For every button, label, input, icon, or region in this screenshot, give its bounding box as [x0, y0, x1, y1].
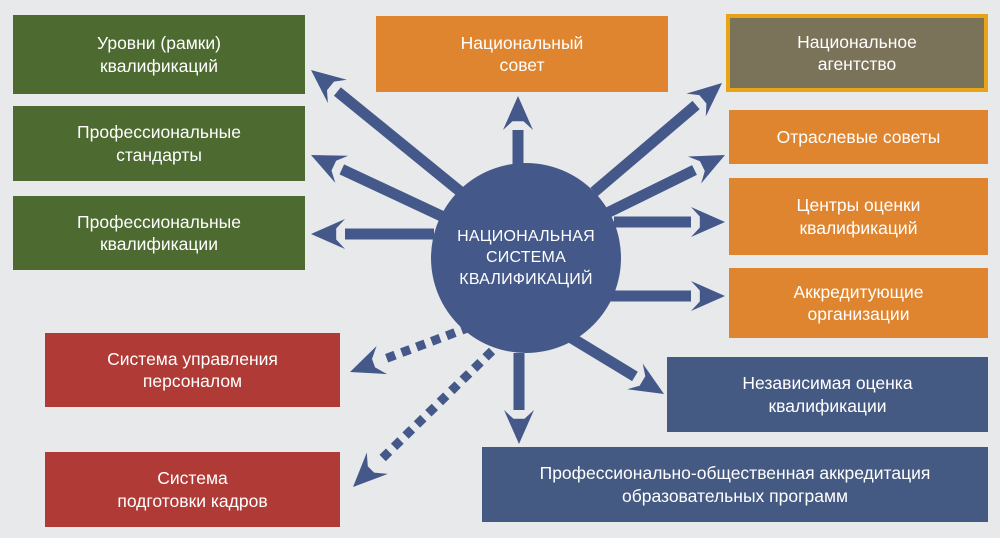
- node-accrediting-organizations[interactable]: Аккредитующие организации: [729, 268, 988, 338]
- node-label: Центры оценки квалификаций: [796, 195, 921, 238]
- node-workforce-training-system[interactable]: Система подготовки кадров: [45, 452, 340, 527]
- node-label: Национальный совет: [460, 32, 584, 75]
- node-label: Национальное агентство: [797, 31, 917, 74]
- arrow-to-professional-qualifications: [311, 219, 434, 249]
- node-national-council[interactable]: Национальный совет: [376, 16, 668, 92]
- arrow-to-hr-management-system: [350, 322, 472, 375]
- node-label: Отраслевые советы: [776, 126, 941, 147]
- arrow-to-independent-assessment: [567, 332, 664, 394]
- hub-national-qualifications-system[interactable]: НАЦИОНАЛЬНАЯ СИСТЕМА КВАЛИФИКАЦИЙ: [431, 163, 621, 353]
- arrow-to-public-accreditation: [504, 353, 534, 444]
- node-independent-assessment[interactable]: Независимая оценка квалификации: [667, 357, 988, 432]
- node-label: Профессиональные стандарты: [77, 122, 241, 165]
- node-label: Аккредитующие организации: [793, 281, 924, 324]
- node-sector-councils[interactable]: Отраслевые советы: [729, 110, 988, 164]
- node-hr-management-system[interactable]: Система управления персоналом: [45, 333, 340, 407]
- node-label: Система управления персоналом: [107, 348, 278, 391]
- node-national-agency[interactable]: Национальное агентство: [726, 14, 988, 92]
- node-label: Система подготовки кадров: [117, 468, 268, 511]
- node-public-accreditation[interactable]: Профессионально-общественная аккредитаци…: [482, 447, 988, 522]
- node-assessment-centres[interactable]: Центры оценки квалификаций: [729, 178, 988, 255]
- arrow-to-national-council: [503, 96, 533, 170]
- arrow-to-professional-standards: [311, 155, 453, 225]
- arrow-to-national-agency: [590, 83, 722, 197]
- node-label: Профессионально-общественная аккредитаци…: [539, 463, 931, 506]
- arrow-to-sector-councils: [602, 155, 725, 219]
- arrow-to-accrediting-organizations: [600, 281, 725, 311]
- node-professional-qualifications[interactable]: Профессиональные квалификации: [13, 196, 305, 270]
- node-levels-frameworks[interactable]: Уровни (рамки) квалификаций: [13, 15, 305, 94]
- arrow-to-assessment-centres: [614, 207, 725, 237]
- node-label: Профессиональные квалификации: [77, 211, 241, 254]
- hub-label: НАЦИОНАЛЬНАЯ СИСТЕМА КВАЛИФИКАЦИЙ: [457, 228, 595, 288]
- node-label: Независимая оценка квалификации: [742, 373, 913, 416]
- node-professional-standards[interactable]: Профессиональные стандарты: [13, 106, 305, 181]
- arrow-to-workforce-training-system: [353, 347, 496, 487]
- node-label: Уровни (рамки) квалификаций: [97, 33, 221, 76]
